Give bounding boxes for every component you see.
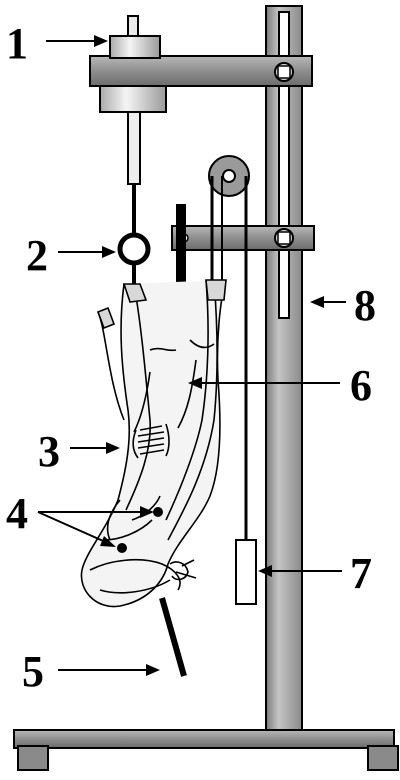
arrow-7 — [258, 565, 342, 577]
electrodes — [117, 507, 163, 553]
label-8: 8 — [354, 281, 376, 330]
label-6: 6 — [350, 361, 372, 410]
stand-base — [13, 729, 399, 771]
arrow-2 — [58, 246, 116, 258]
label-2: 2 — [26, 231, 48, 280]
label-1: 1 — [6, 19, 28, 68]
column-slot — [278, 11, 290, 319]
upper-clamp-knob — [274, 62, 294, 82]
upper-arm — [89, 55, 313, 87]
label-4: 4 — [6, 489, 28, 538]
label-5: 5 — [22, 647, 44, 696]
tissue-specimen — [80, 279, 227, 608]
arrow-8 — [310, 296, 346, 308]
label-7: 7 — [350, 549, 372, 598]
middle-arm — [171, 225, 315, 251]
arrow-3 — [70, 442, 120, 454]
pulley — [208, 155, 250, 545]
stand-column — [265, 5, 303, 731]
label-3: 3 — [38, 427, 60, 476]
arrow-4 — [37, 506, 154, 547]
label-arrows — [37, 35, 346, 676]
arrow-5 — [58, 664, 160, 676]
ring-hook — [117, 232, 151, 290]
arrow-6 — [188, 377, 340, 389]
arrow-1 — [46, 35, 108, 47]
force-transducer — [99, 15, 167, 236]
counterweight — [235, 539, 257, 605]
middle-clamp-knob — [274, 228, 294, 248]
probe — [159, 597, 187, 677]
